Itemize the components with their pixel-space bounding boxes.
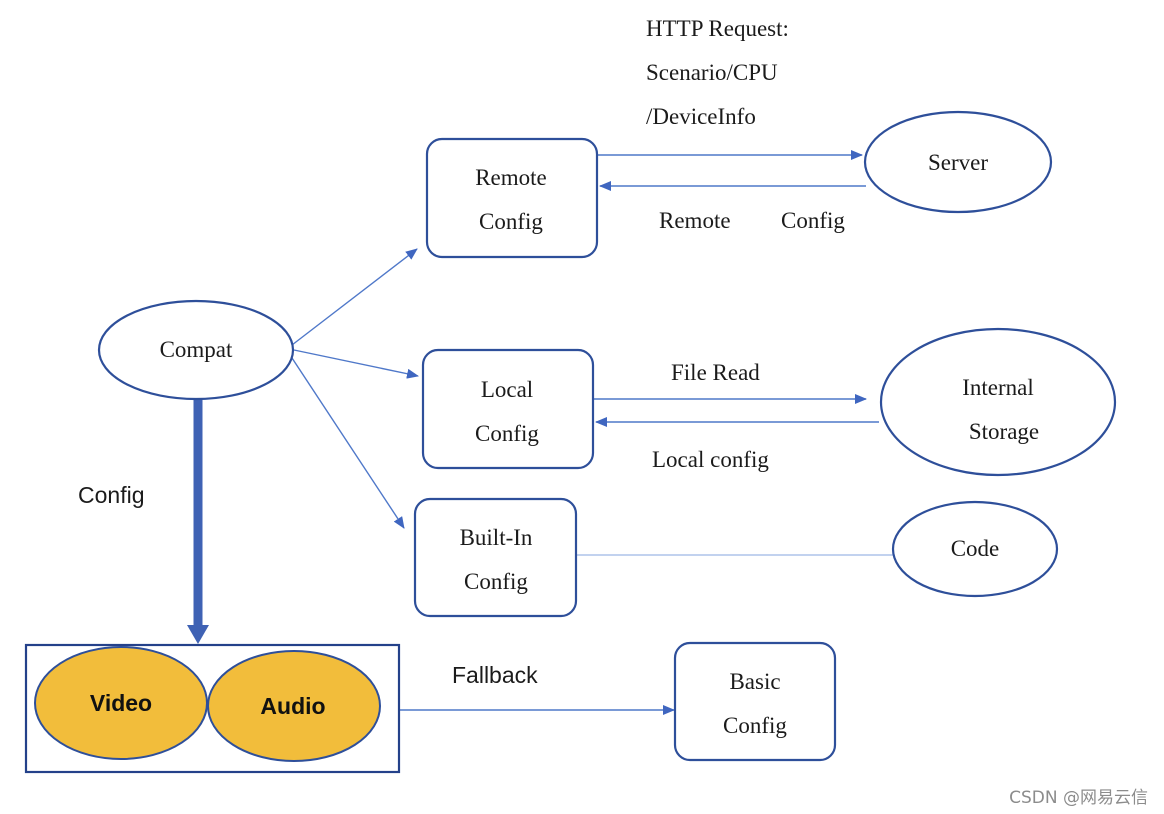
http-request-label-line2: Scenario/CPU bbox=[646, 60, 778, 85]
arrowhead-compat-to-media bbox=[187, 625, 209, 644]
remote-config-label-line2: Config bbox=[479, 209, 543, 234]
basic-config-label-line1: Basic bbox=[729, 669, 780, 694]
audio-node bbox=[207, 650, 381, 762]
video-node bbox=[34, 646, 208, 760]
builtin-config-node bbox=[413, 497, 578, 618]
config-edge-label: Config bbox=[78, 482, 144, 508]
server-label: Server bbox=[928, 150, 988, 175]
remote-config-edge-label-word2: Config bbox=[781, 208, 845, 233]
basic-config-label-line2: Config bbox=[723, 713, 787, 738]
watermark: CSDN @网易云信 bbox=[1009, 788, 1148, 808]
edge-compat-to-builtin bbox=[291, 357, 405, 529]
code-label: Code bbox=[951, 536, 1000, 561]
basic-config-node bbox=[673, 641, 837, 762]
local-config-edge-label: Local config bbox=[652, 447, 769, 472]
code-node bbox=[891, 500, 1059, 598]
builtin-config-label-line1: Built-In bbox=[460, 525, 533, 550]
http-request-label-line3: /DeviceInfo bbox=[646, 104, 756, 129]
internal-storage-label-line2: Storage bbox=[969, 419, 1039, 444]
file-read-label: File Read bbox=[671, 360, 760, 385]
edge-compat-to-remote bbox=[291, 248, 418, 346]
compat-node bbox=[97, 299, 295, 401]
builtin-config-label-line2: Config bbox=[464, 569, 528, 594]
compat-label: Compat bbox=[160, 337, 233, 362]
local-config-node bbox=[421, 348, 595, 470]
remote-config-node bbox=[425, 137, 599, 259]
remote-config-label-line1: Remote bbox=[475, 165, 547, 190]
edge-compat-to-local bbox=[293, 349, 419, 379]
audio-label: Audio bbox=[260, 693, 325, 719]
http-request-label-line1: HTTP Request: bbox=[646, 16, 789, 41]
local-config-label-line1: Local bbox=[481, 377, 533, 402]
internal-storage-label-line1: Internal bbox=[962, 375, 1034, 400]
media-container bbox=[24, 643, 401, 774]
local-config-label-line2: Config bbox=[475, 421, 539, 446]
server-node bbox=[863, 110, 1053, 214]
video-label: Video bbox=[90, 690, 152, 716]
internal-storage-node bbox=[879, 327, 1117, 477]
remote-config-edge-label-word1: Remote bbox=[659, 208, 731, 233]
fallback-label: Fallback bbox=[452, 662, 538, 688]
